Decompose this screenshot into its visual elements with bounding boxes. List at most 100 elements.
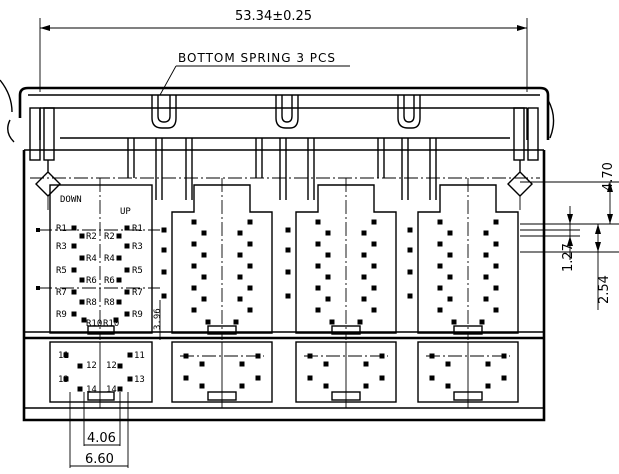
pin-label: R8 xyxy=(86,298,97,308)
led-window-4 xyxy=(417,341,519,408)
pin xyxy=(71,267,77,273)
spring-note-text: BOTTOM SPRING 3 PCS xyxy=(178,51,336,65)
pin-label: R1 xyxy=(132,224,143,234)
dim-396-group: 3.96 xyxy=(153,300,163,340)
ports-2-4 xyxy=(161,178,519,340)
pin xyxy=(371,219,377,225)
pin xyxy=(81,317,87,323)
pin-leads xyxy=(30,138,540,200)
pin xyxy=(247,285,253,291)
pin xyxy=(63,376,69,382)
pin xyxy=(161,247,167,253)
pin xyxy=(285,269,291,275)
port-1-pins xyxy=(71,225,130,323)
pin xyxy=(371,263,377,269)
pin xyxy=(323,361,329,367)
housing-outline xyxy=(0,79,555,422)
pin xyxy=(437,263,443,269)
pin xyxy=(116,255,122,261)
pin xyxy=(483,296,489,302)
pin xyxy=(485,383,491,389)
pin xyxy=(161,293,167,299)
pin xyxy=(379,375,385,381)
led-pin-label: 13 xyxy=(134,375,145,385)
pin xyxy=(124,267,130,273)
pin xyxy=(247,219,253,225)
pin-label: R10 xyxy=(86,319,102,329)
pin xyxy=(285,247,291,253)
pin xyxy=(127,352,133,358)
pin xyxy=(325,274,331,280)
pin xyxy=(493,263,499,269)
pin xyxy=(79,277,85,283)
pin xyxy=(124,311,130,317)
port-2 xyxy=(161,178,273,340)
pin-label: R8 xyxy=(104,298,115,308)
pin xyxy=(407,293,413,299)
pin xyxy=(363,361,369,367)
pin xyxy=(79,233,85,239)
pin-label: R2 xyxy=(86,232,97,242)
pin xyxy=(447,230,453,236)
pin xyxy=(79,255,85,261)
pin xyxy=(285,227,291,233)
port-4 xyxy=(407,178,519,340)
pin xyxy=(205,319,211,325)
pin xyxy=(485,361,491,367)
pin xyxy=(493,307,499,313)
pin xyxy=(77,386,83,392)
pin-label: R10 xyxy=(103,319,119,329)
pin xyxy=(437,219,443,225)
pin-label: R3 xyxy=(56,242,67,252)
pin xyxy=(113,317,119,323)
pin-label: R6 xyxy=(104,276,115,286)
pin xyxy=(71,289,77,295)
dim-660: 6.60 xyxy=(85,452,114,467)
dim-396: 3.96 xyxy=(153,308,163,330)
led-pin-label: 11 xyxy=(58,351,69,361)
pin xyxy=(116,299,122,305)
pin xyxy=(183,375,189,381)
dim-127: 1.27 xyxy=(561,243,576,272)
led-pin-label: 14 xyxy=(106,385,117,395)
pin xyxy=(315,241,321,247)
pin xyxy=(191,263,197,269)
pin-label: R4 xyxy=(104,254,115,264)
bottom-dimensions: 4.06 6.60 xyxy=(69,392,129,468)
pin xyxy=(325,230,331,236)
pin xyxy=(361,296,367,302)
pin xyxy=(79,299,85,305)
pin-label: R9 xyxy=(132,310,143,320)
pin xyxy=(447,296,453,302)
pin xyxy=(247,241,253,247)
pin xyxy=(371,241,377,247)
pin xyxy=(307,375,313,381)
pin xyxy=(493,241,499,247)
pin xyxy=(445,383,451,389)
pin xyxy=(329,319,335,325)
led-pin-label: 13 xyxy=(58,375,69,385)
side-dimensions: 4.70 1.27 2.54 xyxy=(520,162,619,310)
pin xyxy=(161,269,167,275)
pin-label: R1 xyxy=(56,224,67,234)
led-pin-label: 11 xyxy=(134,351,145,361)
pin xyxy=(315,219,321,225)
pin xyxy=(237,252,243,258)
pin xyxy=(116,277,122,283)
pin xyxy=(315,307,321,313)
pin xyxy=(201,274,207,280)
pin xyxy=(437,307,443,313)
led-pin-label: 12 xyxy=(106,361,117,371)
pin xyxy=(71,311,77,317)
pin xyxy=(357,319,363,325)
dim-406: 4.06 xyxy=(87,431,116,446)
pin xyxy=(483,230,489,236)
pin-label: R7 xyxy=(56,288,67,298)
dim-254: 2.54 xyxy=(597,275,612,304)
pin xyxy=(493,219,499,225)
pin xyxy=(161,227,167,233)
pin xyxy=(63,352,69,358)
pin xyxy=(124,225,130,231)
pin xyxy=(325,252,331,258)
